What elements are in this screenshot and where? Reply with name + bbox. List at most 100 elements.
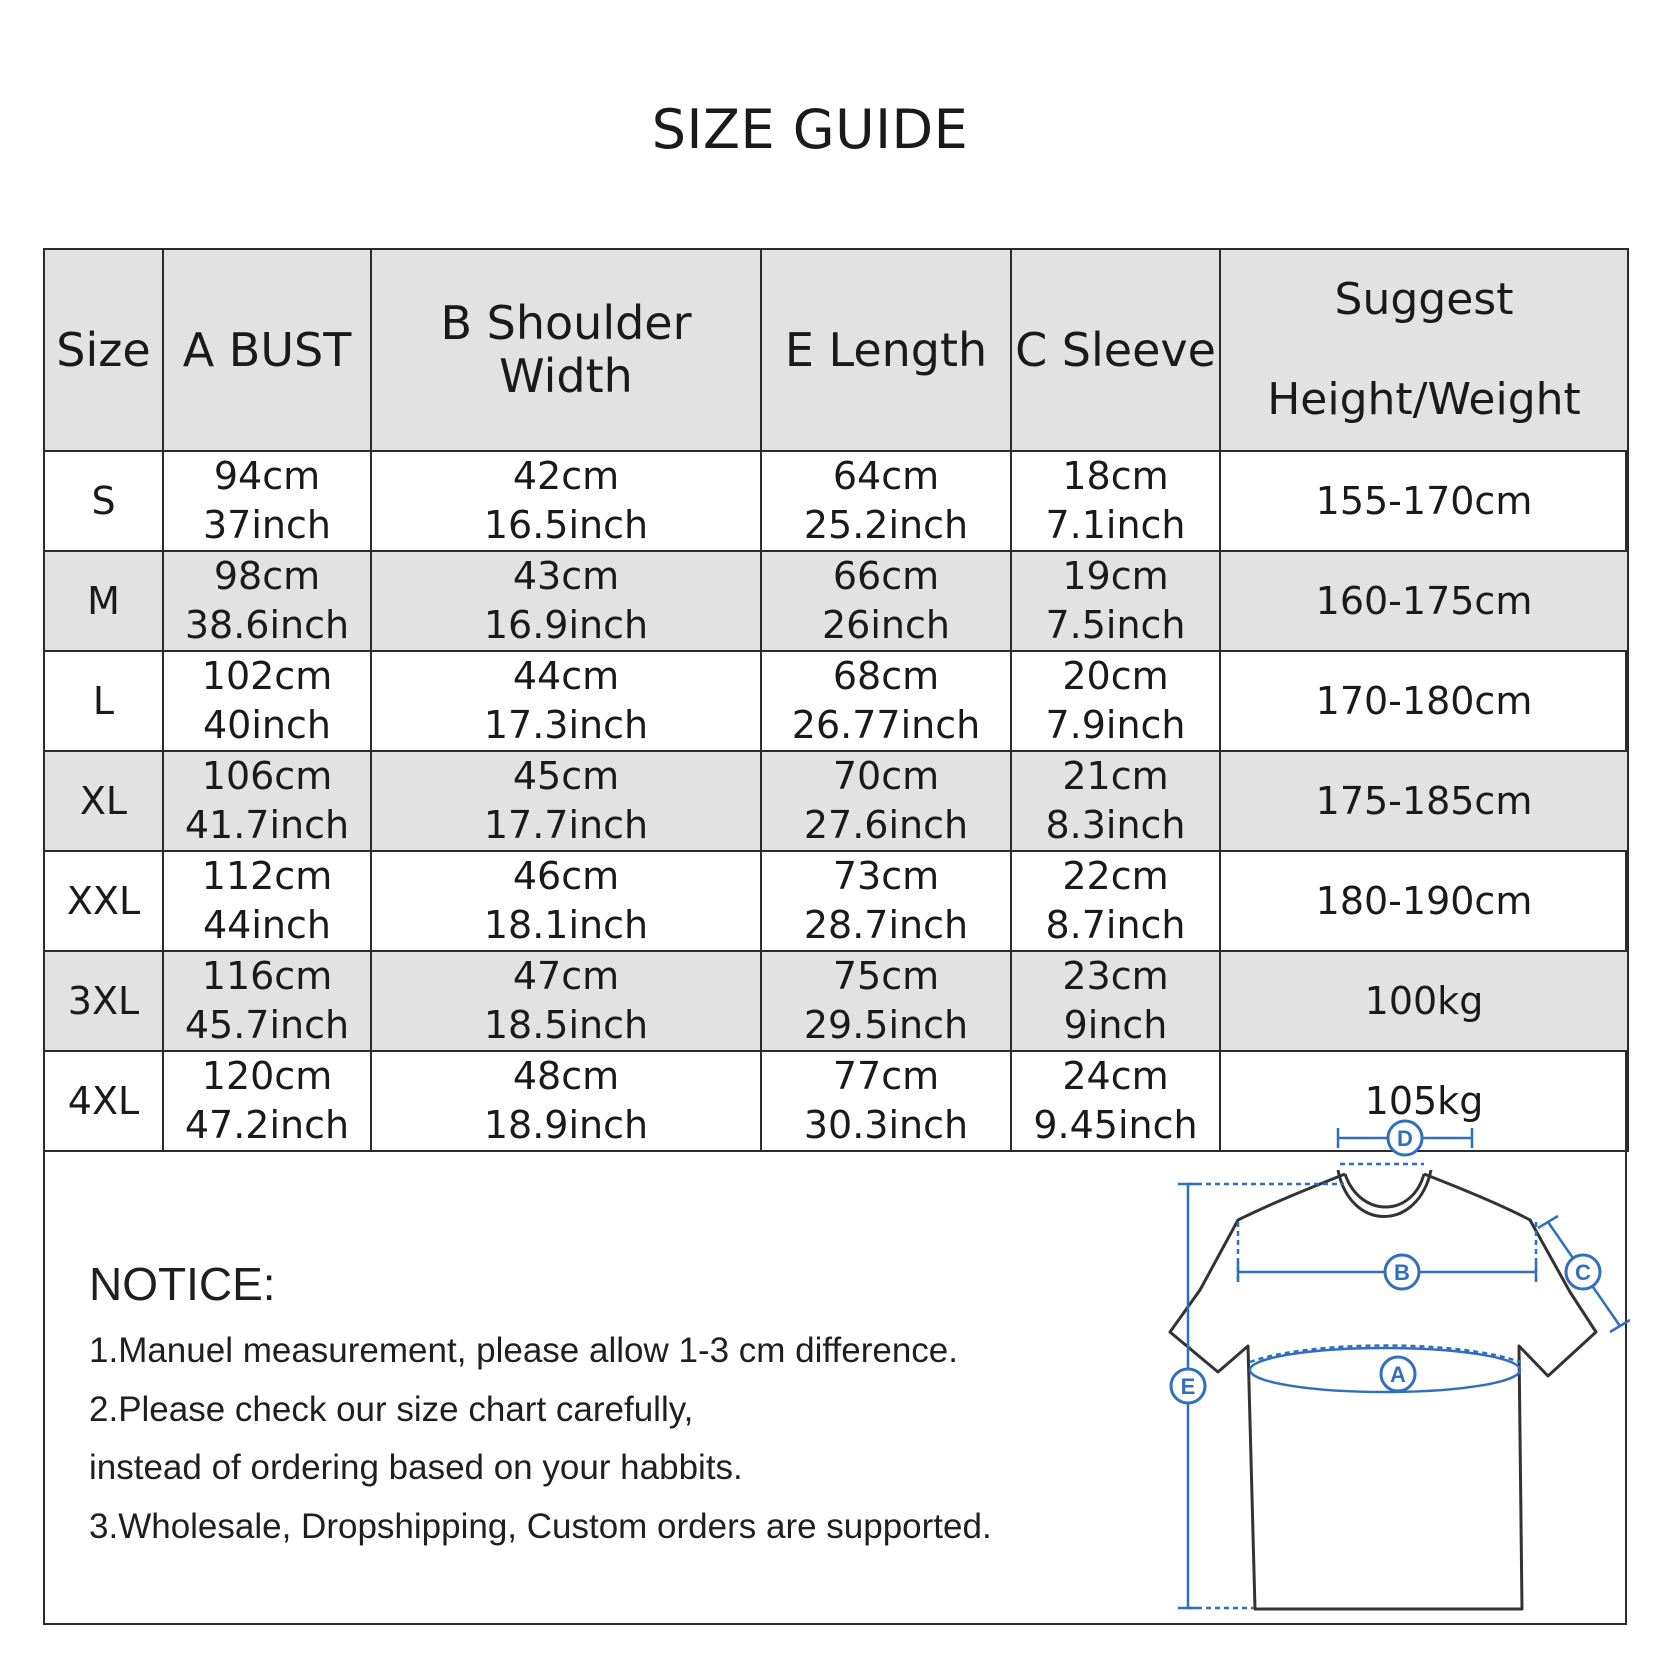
bust-inch: 40inch xyxy=(203,703,331,747)
suggest-cell: 100kg xyxy=(1219,950,1629,1052)
label-e-badge: E xyxy=(1169,1367,1207,1405)
header-length: E Length xyxy=(760,248,1012,452)
shoulder-cm: 43cm xyxy=(512,554,620,598)
notice-line-4: 3.Wholesale, Dropshipping, Custom orders… xyxy=(89,1506,992,1546)
length-cell: 66cm 26inch xyxy=(760,550,1012,652)
shoulder-cm: 45cm xyxy=(512,754,620,798)
svg-text:E: E xyxy=(1181,1374,1196,1399)
length-inch: 26.77inch xyxy=(791,703,981,747)
suggest-cell: 170-180cm xyxy=(1219,650,1629,752)
shoulder-cm: 46cm xyxy=(512,854,620,898)
shoulder-cell: 42cm 16.5inch xyxy=(370,450,762,552)
header-bust: A BUST xyxy=(162,248,372,452)
shoulder-inch: 16.5inch xyxy=(483,503,649,547)
bust-inch: 44inch xyxy=(203,903,331,947)
shoulder-inch: 18.1inch xyxy=(483,903,649,947)
sleeve-cell: 24cm 9.45inch xyxy=(1010,1050,1221,1152)
bust-inch: 38.6inch xyxy=(184,603,350,647)
sleeve-cm: 20cm xyxy=(1062,654,1169,698)
bust-cm: 106cm xyxy=(201,754,333,798)
length-inch: 28.7inch xyxy=(803,903,969,947)
suggest-cell: 175-185cm xyxy=(1219,750,1629,852)
notice-line-3: instead of ordering based on your habbit… xyxy=(89,1448,743,1487)
sleeve-inch: 7.5inch xyxy=(1045,603,1186,647)
size-cell: 4XL xyxy=(43,1050,164,1152)
sleeve-inch: 9.45inch xyxy=(1033,1103,1198,1147)
bust-cm: 94cm xyxy=(213,454,321,498)
size-cell: L xyxy=(43,650,164,752)
shoulder-cm: 42cm xyxy=(512,454,620,498)
sleeve-inch: 9inch xyxy=(1063,1003,1168,1047)
notice-section: NOTICE: 1.Manuel measurement, please all… xyxy=(89,1252,1109,1556)
svg-text:D: D xyxy=(1397,1126,1413,1151)
length-inch: 27.6inch xyxy=(803,803,969,847)
size-cell: S xyxy=(43,450,164,552)
sleeve-cell: 23cm 9inch xyxy=(1010,950,1221,1052)
label-a-badge: A xyxy=(1379,1355,1417,1393)
length-cell: 75cm 29.5inch xyxy=(760,950,1012,1052)
bust-cm: 116cm xyxy=(201,954,333,998)
measure-a-icon xyxy=(1248,1344,1522,1394)
size-cell: 3XL xyxy=(43,950,164,1052)
shoulder-cell: 46cm 18.1inch xyxy=(370,850,762,952)
header-shoulder-width: B Shoulder Width xyxy=(370,248,762,452)
length-inch: 30.3inch xyxy=(803,1103,969,1147)
header-sleeve: C Sleeve xyxy=(1010,248,1221,452)
shoulder-inch: 17.3inch xyxy=(483,703,649,747)
length-cm: 75cm xyxy=(832,954,940,998)
sleeve-cm: 22cm xyxy=(1062,854,1169,898)
shoulder-cm: 47cm xyxy=(512,954,620,998)
suggest-cell: 160-175cm xyxy=(1219,550,1629,652)
bust-cm: 120cm xyxy=(201,1054,333,1098)
sleeve-inch: 7.9inch xyxy=(1045,703,1186,747)
tshirt-measurement-diagram: D B C A E xyxy=(1168,1119,1630,1611)
sleeve-cm: 23cm xyxy=(1062,954,1169,998)
notice-heading: NOTICE: xyxy=(89,1258,276,1310)
shoulder-inch: 16.9inch xyxy=(483,603,649,647)
length-cm: 73cm xyxy=(832,854,940,898)
length-cm: 66cm xyxy=(832,554,940,598)
suggest-cell: 180-190cm xyxy=(1219,850,1629,952)
label-b-badge: B xyxy=(1383,1253,1421,1291)
sleeve-cm: 18cm xyxy=(1062,454,1169,498)
svg-text:C: C xyxy=(1575,1260,1591,1285)
shoulder-cm: 48cm xyxy=(512,1054,620,1098)
bust-cell: 98cm 38.6inch xyxy=(162,550,372,652)
header-suggest-height-weight: Suggest Height/Weight xyxy=(1219,248,1629,452)
sleeve-cm: 21cm xyxy=(1062,754,1169,798)
length-inch: 25.2inch xyxy=(803,503,969,547)
label-d-badge: D xyxy=(1386,1119,1424,1157)
svg-text:A: A xyxy=(1390,1362,1406,1387)
size-cell: M xyxy=(43,550,164,652)
header-size: Size xyxy=(43,248,164,452)
length-inch: 29.5inch xyxy=(803,1003,969,1047)
length-inch: 26inch xyxy=(822,603,950,647)
bust-cm: 98cm xyxy=(213,554,321,598)
notice-line-1: 1.Manuel measurement, please allow 1-3 c… xyxy=(89,1331,958,1370)
label-c-badge: C xyxy=(1564,1253,1602,1291)
table-header-row: Size A BUST B Shoulder Width E Length C … xyxy=(43,248,1629,452)
sleeve-cm: 24cm xyxy=(1062,1054,1169,1098)
